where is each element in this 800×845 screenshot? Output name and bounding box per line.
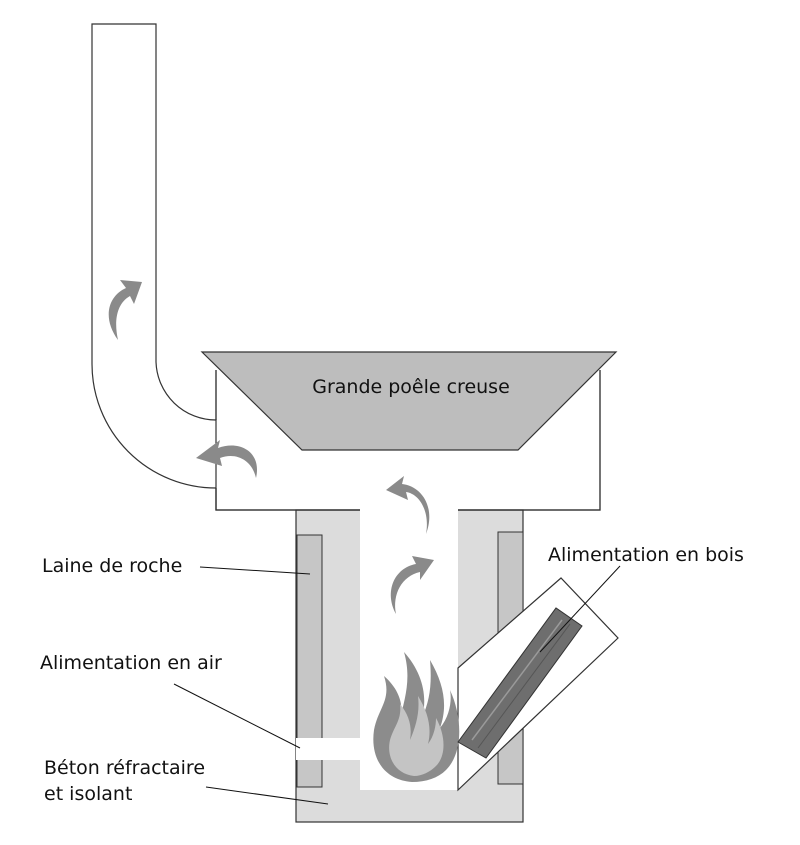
flow-arrow-icon bbox=[108, 280, 142, 340]
wood-supply-leader bbox=[539, 565, 621, 653]
flow-arrow-icon bbox=[196, 440, 258, 478]
cooking-pan bbox=[200, 351, 618, 451]
concrete-label-line2: et isolant bbox=[44, 783, 132, 805]
pan-housing-outline bbox=[215, 370, 601, 511]
concrete-label-line1: Béton réfractaire bbox=[44, 757, 205, 779]
flow-arrow-icon bbox=[390, 556, 434, 614]
chimney-pipe bbox=[91, 23, 217, 510]
wood-supply-label: Alimentation en bois bbox=[548, 544, 744, 566]
flame-icon bbox=[373, 652, 460, 782]
concrete-leader bbox=[205, 786, 329, 805]
flow-arrow-icon bbox=[386, 476, 430, 534]
pan-label: Grande poêle creuse bbox=[312, 376, 510, 398]
log-icon bbox=[457, 607, 583, 759]
air-inlet-channel bbox=[296, 738, 362, 760]
air-supply-label: Alimentation en air bbox=[40, 652, 222, 674]
rock-wool-label: Laine de roche bbox=[42, 555, 182, 577]
air-supply-leader bbox=[173, 683, 301, 749]
rock-wool-leader bbox=[199, 566, 311, 575]
